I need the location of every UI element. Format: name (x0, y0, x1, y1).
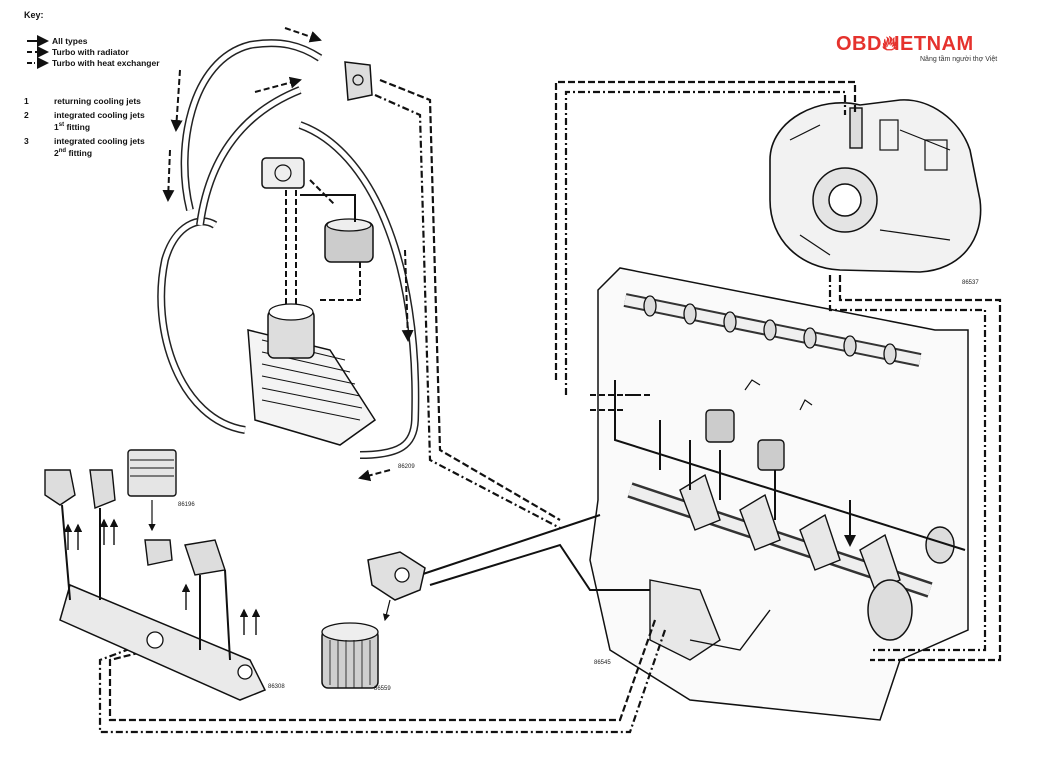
note-text: integrated cooling jets (54, 136, 145, 146)
note-number: 3 (24, 136, 29, 146)
note-1: 1 returning cooling jets (24, 96, 194, 106)
logo-brand-right: IETNAM (893, 33, 974, 55)
note-3: 3 integrated cooling jets 2nd fitting (24, 136, 194, 158)
ref-jets: 86308 (268, 684, 285, 690)
note-ordinal: 1 (54, 121, 59, 132)
logo-wordmark: OBD🔥︎IETNAM (836, 33, 974, 56)
ref-turbo: 86537 (962, 280, 979, 286)
legend-all-types: All types (52, 36, 87, 46)
legend-label: Turbo with heat exchanger (52, 58, 160, 68)
note-ordinal-suffix: st (58, 122, 65, 128)
note-number: 1 (24, 96, 29, 106)
legend-samples (27, 35, 49, 69)
circuit-lines (98, 78, 1002, 734)
turbocharger (769, 99, 982, 273)
ref-piston: 86196 (178, 502, 195, 508)
engine-block (589, 267, 969, 721)
oil-filter (321, 551, 426, 689)
note-ordinal-suffix: nd (58, 148, 67, 154)
legend-turbo-heat-exchanger: Turbo with heat exchanger (52, 58, 162, 68)
cooling-jets-manifold (44, 449, 267, 701)
ref-cooler: 86209 (398, 464, 415, 470)
note-text-block: integrated cooling jets 2nd fitting (54, 136, 194, 158)
ref-engine: 86545 (594, 660, 611, 666)
logo-tagline: Nâng tầm người thợ Việt (920, 56, 998, 63)
note-number: 2 (24, 110, 29, 120)
note-2: 2 integrated cooling jets 1st fitting (24, 110, 194, 132)
legend-turbo-radiator: Turbo with radiator (52, 47, 129, 57)
oil-cooler-assembly (157, 27, 420, 482)
note-text-suffix: fitting (64, 121, 91, 132)
legend-label: Turbo with radiator (52, 47, 129, 57)
note-ordinal: 2 (54, 147, 59, 158)
note-text: integrated cooling jets (54, 110, 145, 120)
brand-logo: OBD🔥︎IETNAM Nâng tầm người thợ Việt (836, 33, 1026, 73)
note-text: returning cooling jets (54, 96, 141, 106)
note-text-block: integrated cooling jets 1st fitting (54, 110, 194, 132)
ref-filter: 86559 (374, 686, 391, 692)
flame-v-icon: 🔥︎ (881, 33, 898, 55)
legend-label: All types (52, 36, 88, 46)
key-title: Key: (24, 10, 44, 20)
note-text-suffix: fitting (66, 147, 93, 158)
logo-brand-left: OBD (836, 33, 882, 55)
